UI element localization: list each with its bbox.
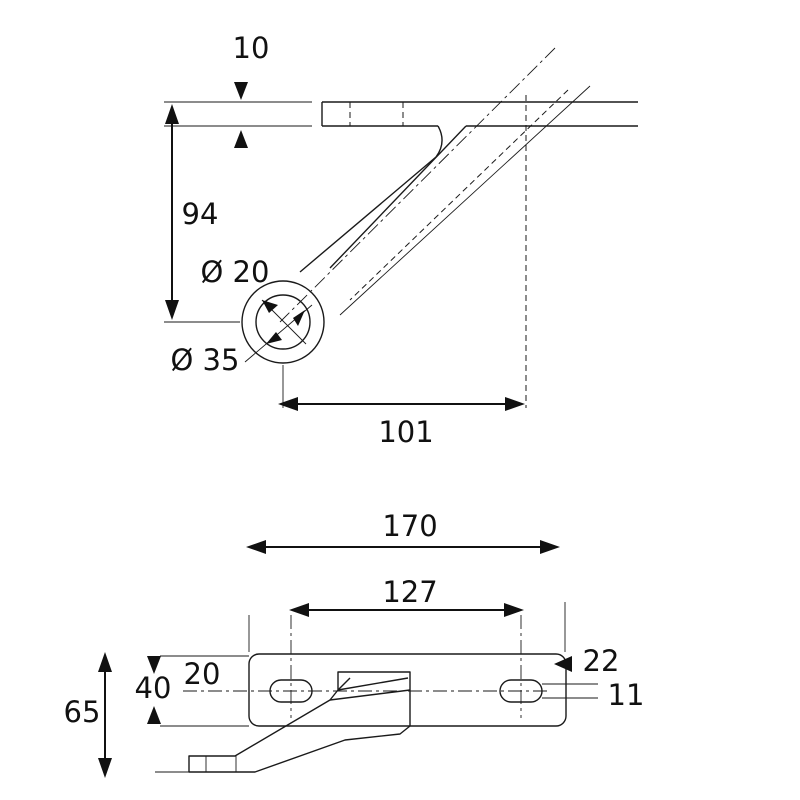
base-plate bbox=[248, 653, 567, 727]
dimension-thickness: 10 bbox=[164, 31, 312, 148]
label-thickness: 10 bbox=[233, 31, 270, 65]
boss bbox=[241, 280, 325, 364]
dimension-width-overall: 65 bbox=[64, 652, 112, 778]
dimension-hole-spacing: 127 bbox=[289, 575, 524, 617]
label-hole-diameter: Ø 20 bbox=[201, 255, 270, 289]
dimension-slot-length: 20 bbox=[184, 657, 221, 691]
label-slot-length: 20 bbox=[184, 657, 221, 691]
label-overall-length: 170 bbox=[382, 509, 437, 543]
dimension-offset: 101 bbox=[278, 365, 525, 449]
label-slot-width: 11 bbox=[608, 678, 645, 712]
label-hole-spacing: 127 bbox=[382, 575, 437, 609]
label-offset: 101 bbox=[378, 415, 433, 449]
top-plate bbox=[321, 101, 638, 127]
bottom-view: 170 127 20 40 65 22 bbox=[64, 509, 644, 778]
label-width-inner: 40 bbox=[135, 671, 172, 705]
dimension-slot-width: 11 bbox=[542, 678, 644, 712]
top-view: 10 94 Ø 20 Ø 35 101 bbox=[164, 31, 638, 449]
label-width-overall: 65 bbox=[64, 695, 101, 729]
label-height: 94 bbox=[182, 197, 219, 231]
dimension-overall-length: 170 bbox=[246, 509, 566, 652]
rib bbox=[155, 655, 411, 773]
diagonal-arm bbox=[279, 47, 591, 323]
dimension-hole-diameter: Ø 20 bbox=[201, 255, 307, 345]
label-edge-to-slot: 22 bbox=[583, 644, 620, 678]
dimension-edge-to-slot: 22 bbox=[554, 644, 619, 678]
dimension-height: 94 bbox=[164, 104, 240, 323]
label-boss-diameter: Ø 35 bbox=[171, 343, 240, 377]
dimension-width-inner: 40 bbox=[135, 656, 172, 724]
dimension-boss-diameter: Ø 35 bbox=[171, 304, 313, 377]
